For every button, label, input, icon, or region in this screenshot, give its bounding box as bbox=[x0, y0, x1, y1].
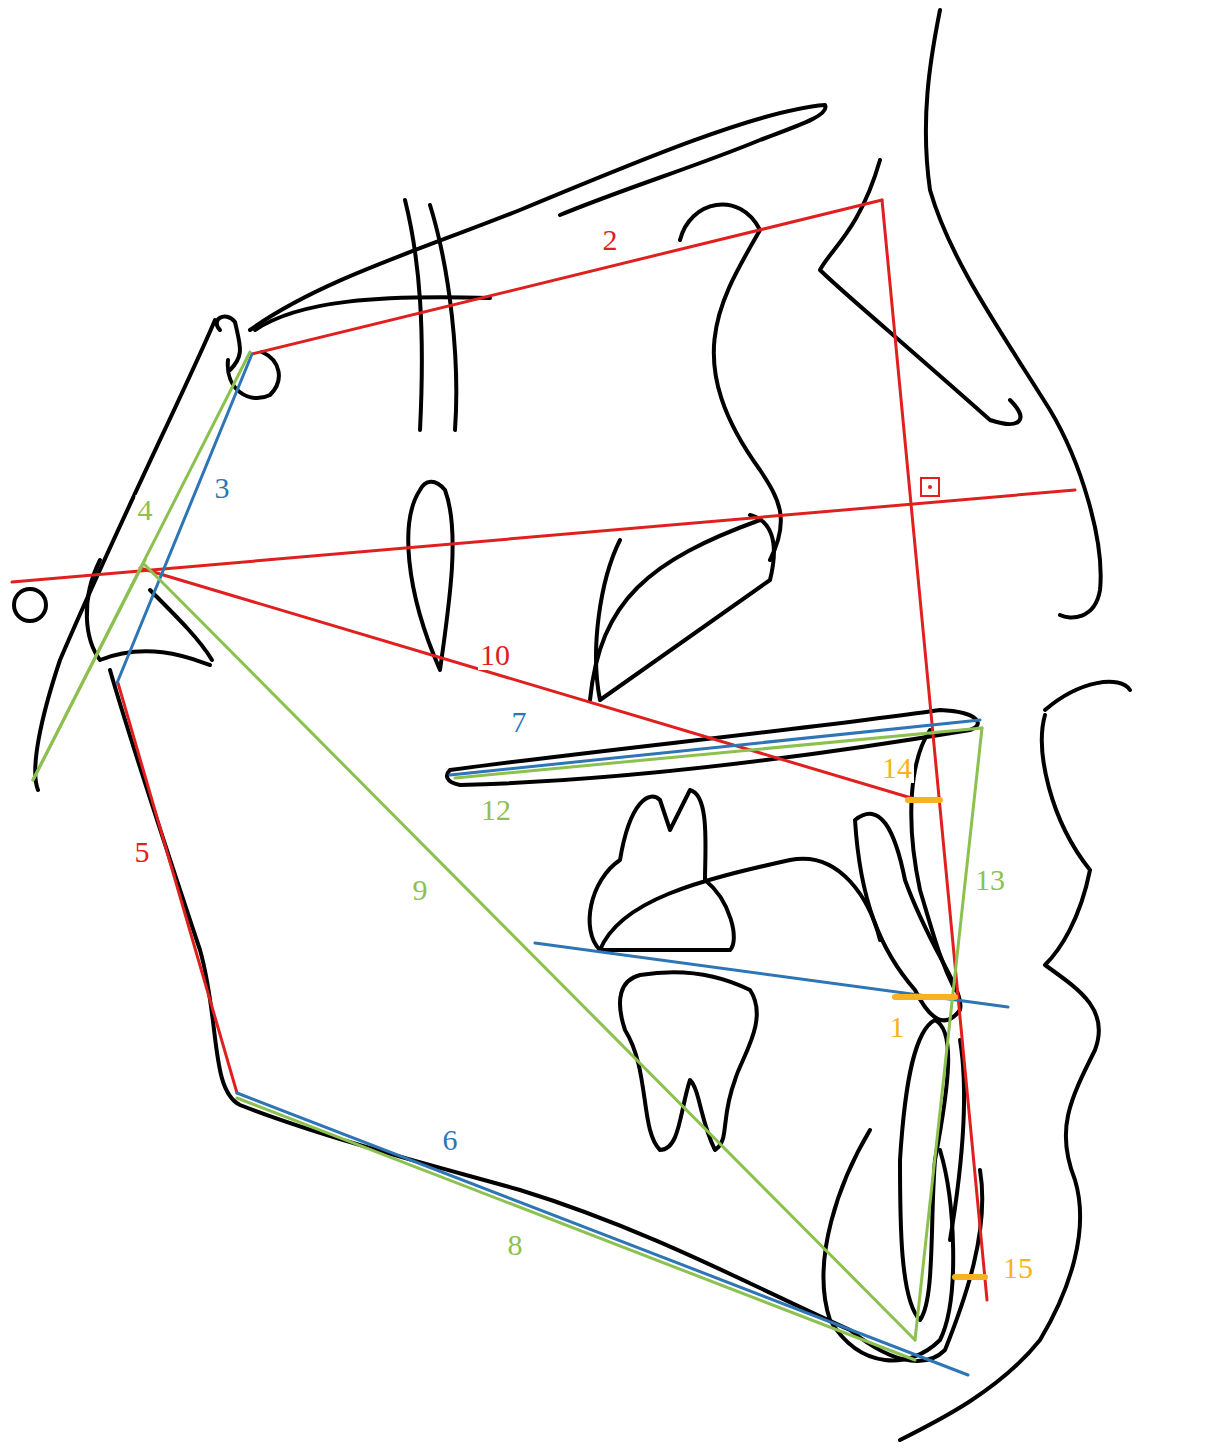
callout-number: 15 bbox=[1001, 1253, 1035, 1283]
callout-number: 12 bbox=[479, 795, 513, 825]
callout-number: 5 bbox=[133, 837, 152, 867]
callout-number: 13 bbox=[973, 865, 1007, 895]
callout-number: 3 bbox=[213, 473, 232, 503]
callout-number: 6 bbox=[441, 1125, 460, 1155]
callout-number: 4 bbox=[136, 495, 155, 525]
callout-number: 10 bbox=[478, 640, 512, 670]
callout-number: 9 bbox=[411, 875, 430, 905]
callout-number: 7 bbox=[510, 707, 529, 737]
callout-number: 8 bbox=[506, 1230, 525, 1260]
callout-number: 2 bbox=[601, 225, 620, 255]
callout-number: 14 bbox=[880, 753, 914, 783]
callout-number: 1 bbox=[888, 1012, 907, 1042]
